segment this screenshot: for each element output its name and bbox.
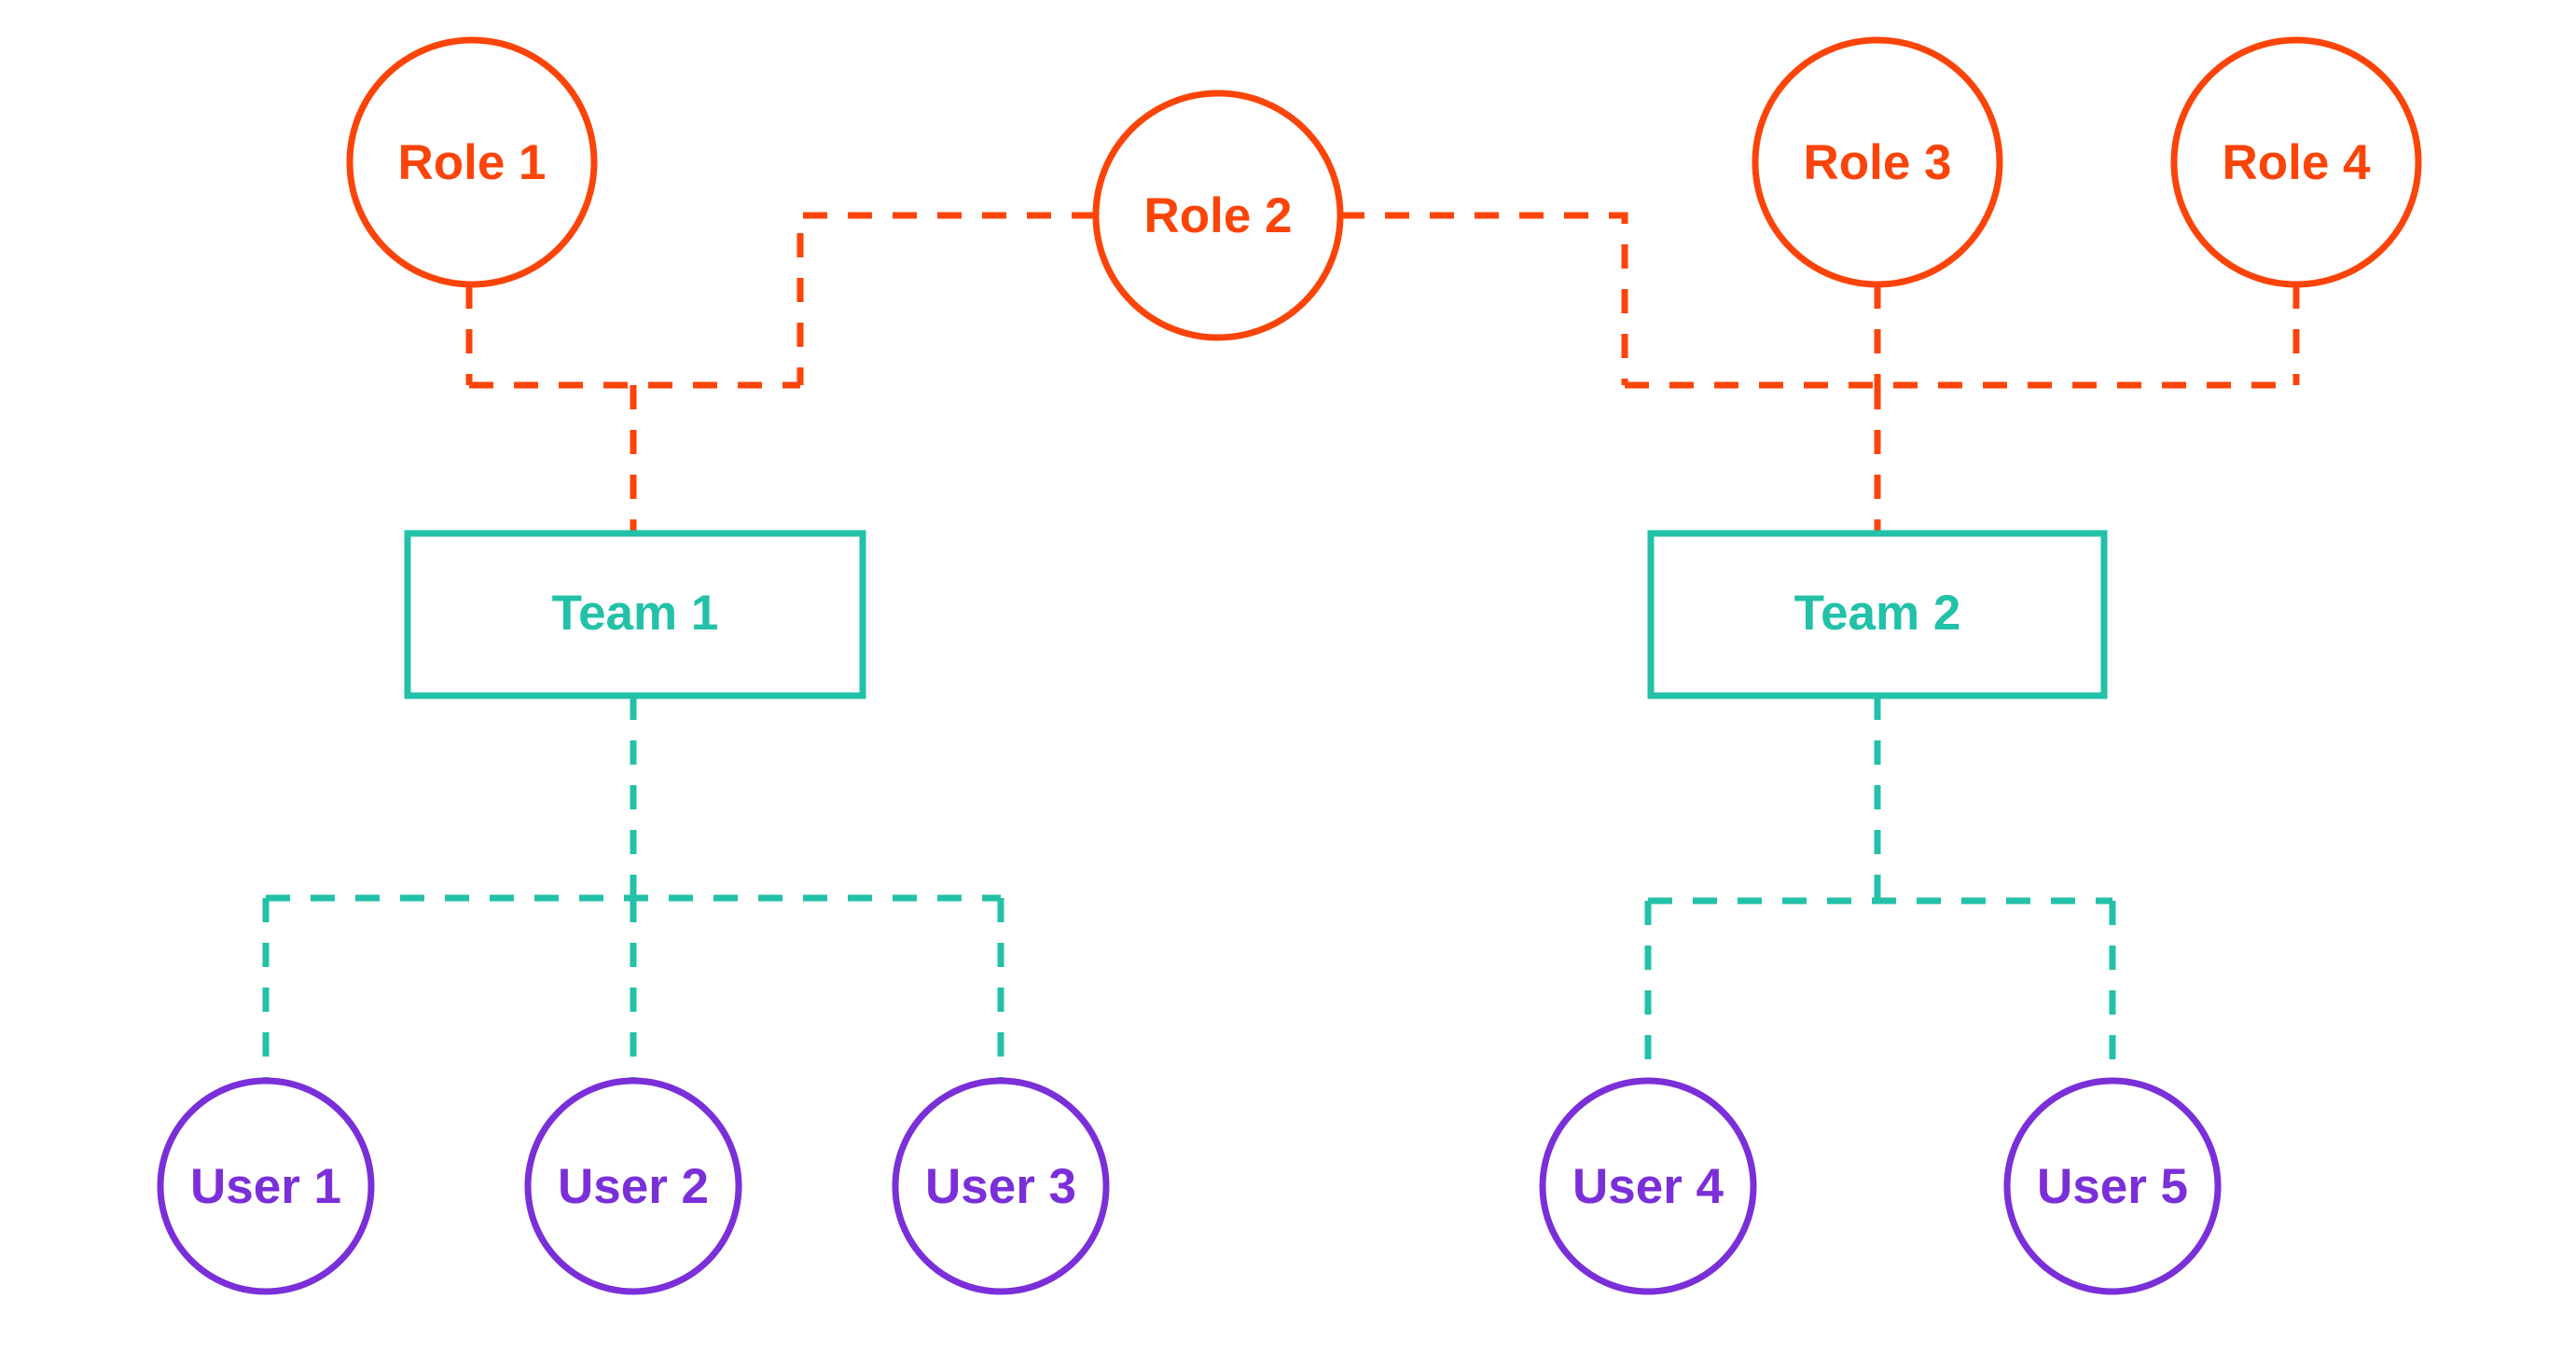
edge-role2-to-bus-right bbox=[1340, 212, 1628, 385]
team-to-user-edges bbox=[262, 696, 2116, 1081]
role-nodes: Role 1 Role 2 Role 3 Role 4 bbox=[346, 36, 2422, 341]
node-user-3[interactable]: User 3 bbox=[892, 1077, 1110, 1295]
team-2-box[interactable] bbox=[1647, 530, 2108, 699]
node-team-1[interactable]: Team 1 bbox=[404, 530, 866, 699]
node-role-3[interactable]: Role 3 bbox=[1752, 36, 2003, 288]
node-role-4[interactable]: Role 4 bbox=[2170, 36, 2422, 288]
user-nodes: User 1 User 2 User 3 User 4 User 5 bbox=[157, 1077, 2222, 1295]
role-1-circle[interactable] bbox=[346, 36, 598, 288]
role-2-circle[interactable] bbox=[1092, 90, 1344, 341]
role-to-team-edges bbox=[465, 212, 2300, 533]
edge-role2-to-bus-left bbox=[796, 212, 1096, 385]
team-nodes: Team 1 Team 2 bbox=[404, 530, 2108, 699]
user-1-circle[interactable] bbox=[157, 1077, 375, 1295]
user-2-circle[interactable] bbox=[524, 1077, 742, 1295]
node-role-2[interactable]: Role 2 bbox=[1092, 90, 1344, 341]
user-4-circle[interactable] bbox=[1539, 1077, 1757, 1295]
node-team-2[interactable]: Team 2 bbox=[1647, 530, 2108, 699]
node-role-1[interactable]: Role 1 bbox=[346, 36, 598, 288]
role-4-circle[interactable] bbox=[2170, 36, 2422, 288]
node-user-2[interactable]: User 2 bbox=[524, 1077, 742, 1295]
user-3-circle[interactable] bbox=[892, 1077, 1110, 1295]
user-5-circle[interactable] bbox=[2003, 1077, 2222, 1295]
node-user-5[interactable]: User 5 bbox=[2003, 1077, 2222, 1295]
role-3-circle[interactable] bbox=[1752, 36, 2003, 288]
node-user-4[interactable]: User 4 bbox=[1539, 1077, 1757, 1295]
team-1-box[interactable] bbox=[404, 530, 866, 699]
node-user-1[interactable]: User 1 bbox=[157, 1077, 375, 1295]
